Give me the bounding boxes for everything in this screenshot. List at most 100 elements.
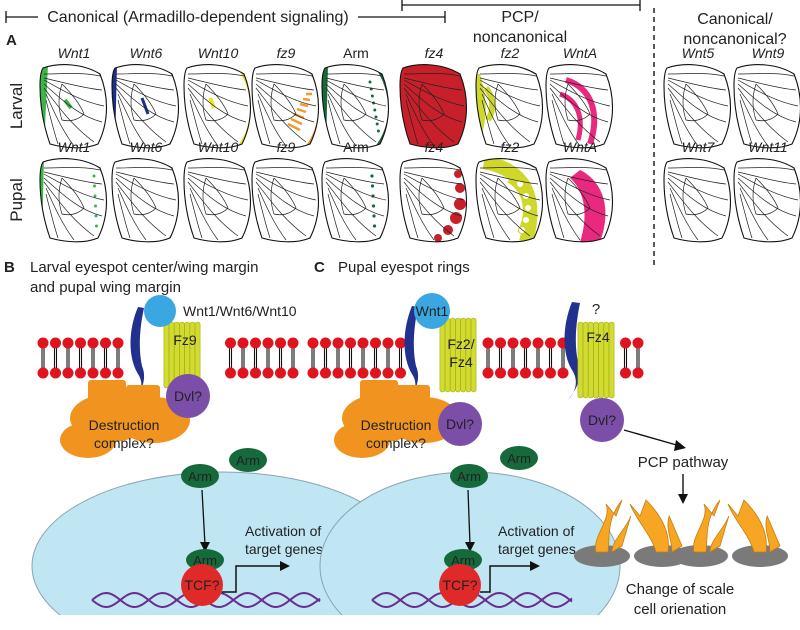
pupal-wing-fz4: fz4: [399, 139, 467, 243]
scale-cells: [574, 499, 788, 567]
coreceptor: [404, 306, 419, 404]
fz9-label: Fz9: [173, 332, 197, 348]
larval-wing-wnt6-label: Wnt6: [130, 45, 163, 61]
larval-wing-wnt1-label: Wnt1: [58, 45, 91, 61]
pupal-wing-arm: Arm: [321, 139, 389, 243]
header: Canonical (Armadillo-dependent signaling…: [5, 0, 787, 268]
pcp-header-line1: PCP/: [501, 9, 539, 26]
pupal-wing-fz9-label: fz9: [277, 139, 296, 155]
scale-cell: [574, 499, 632, 567]
panel-b-title-line2: and pupal wing margin: [30, 279, 181, 296]
arm-free-1-label: Arm: [236, 453, 260, 468]
larval-wing-arm: Arm: [321, 45, 389, 149]
ligand-label: Wnt1/Wnt6/Wnt10: [183, 303, 297, 319]
larval-wing-wnt10: Wnt10: [183, 45, 251, 149]
tcf-label: TCF?: [185, 577, 220, 593]
panel-c: C Pupal eyespot rings Wnt1 Fz2/ Fz4 ? Fz…: [300, 259, 788, 630]
unknown-header-line2: noncanonical?: [683, 31, 786, 48]
fz2-fz4-receptor: [439, 317, 477, 393]
unknown-ligand: ?: [592, 301, 600, 318]
unknown-wing-wnt7: Wnt7: [663, 139, 731, 243]
canonical-header: Canonical (Armadillo-dependent signaling…: [47, 9, 349, 26]
unknown-header-line1: Canonical/: [697, 11, 773, 28]
unknown-wing-wnt7-label: Wnt7: [682, 139, 716, 155]
activation-label-line1: Activation of: [498, 523, 574, 539]
pupal-wing-wnt10-label: Wnt10: [198, 139, 239, 155]
pupal-wing-wnt6: Wnt6: [111, 139, 179, 243]
arm-free-2: [450, 464, 488, 488]
pcp-header-line2: noncanonical: [473, 29, 567, 46]
dvl-2-label: Dvl?: [588, 412, 616, 428]
pupal-wing-wnta-label: WntA: [563, 139, 597, 155]
fz2-fz4-label-line1: Fz2/: [447, 336, 474, 352]
arm-free-1: [229, 448, 267, 472]
pupal-wing-fz9: fz9: [251, 139, 319, 243]
arm-free-1-label: Arm: [507, 451, 531, 466]
dvl: [166, 374, 210, 418]
fz4-label: Fz4: [586, 329, 610, 345]
tcf: [181, 564, 223, 606]
pupal-wing-fz2: fz2: [475, 139, 543, 243]
tcf-label: TCF?: [443, 577, 478, 593]
pupal-wing-wnta: WntA: [545, 139, 613, 243]
larval-wing-wnt1: Wnt1: [39, 45, 107, 149]
scale-change-label-line1: Change of scale: [626, 581, 734, 598]
scale-change-label-line2: cell orienation: [634, 601, 727, 618]
complex-label-line1: Destruction: [361, 417, 432, 433]
unknown-wing-wnt9-label: Wnt9: [752, 45, 785, 61]
pupal-wing-fz2-label: fz2: [501, 139, 520, 155]
fz4-receptor: [577, 321, 615, 399]
larval-wing-fz9: fz9: [251, 45, 319, 149]
panel-b-title-line1: Larval eyespot center/wing margin: [30, 259, 258, 276]
pupal-wing-wnt6-label: Wnt6: [130, 139, 163, 155]
dvl-label: Dvl?: [174, 388, 202, 404]
larval-wing-fz4-label: fz4: [425, 45, 444, 61]
complex-label-line2: complex?: [94, 435, 154, 451]
larval-wing-fz4: fz4: [399, 45, 467, 149]
arm-free-2: [181, 464, 219, 488]
row-label-larval: Larval: [7, 83, 26, 129]
cell-membrane: [37, 337, 299, 379]
cell-membrane: [307, 337, 644, 379]
unknown-wing-wnt11: Wnt11: [733, 139, 800, 243]
arm-free-1: [500, 446, 538, 470]
wnt-ligand: [144, 295, 176, 327]
dvl-2: [580, 398, 624, 442]
larval-wing-wnta: WntA: [545, 45, 613, 149]
scale-cell: [727, 499, 788, 567]
scale-cell: [672, 499, 730, 567]
complex-label-line2: complex?: [366, 435, 426, 451]
tcf: [439, 564, 481, 606]
coreceptor-2: [564, 302, 581, 400]
pupal-wing-wnt1: Wnt1: [39, 139, 107, 243]
activation-label-line2: target genes: [245, 541, 323, 557]
larval-wing-fz9-label: fz9: [277, 45, 296, 61]
larval-wing-wnt6: Wnt6: [111, 45, 179, 149]
unknown-wing-wnt11-label: Wnt11: [748, 139, 787, 155]
wnt1-label: Wnt1: [416, 303, 449, 319]
panel-b-letter: B: [4, 259, 15, 276]
wnt-ligand: [414, 293, 450, 329]
dvl: [438, 402, 482, 446]
unknown-wing-wnt5-label: Wnt5: [682, 45, 715, 61]
pupal-wing-wnt1-label: Wnt1: [58, 139, 91, 155]
larval-wing-fz2: fz2: [475, 45, 543, 149]
pupal-wing-fz4-label: fz4: [425, 139, 444, 155]
pupal-wing-wnt10: Wnt10: [183, 139, 251, 243]
arm-free-2-label: Arm: [457, 469, 481, 484]
pcp-pathway-label: PCP pathway: [638, 454, 729, 471]
unknown-wing-wnt5: Wnt5: [663, 45, 731, 149]
activation-label-line1: Activation of: [245, 523, 321, 539]
larval-wing-wnt10-label: Wnt10: [198, 45, 239, 61]
panel-b: B Larval eyespot center/wing margin and …: [0, 259, 800, 630]
dvl-label: Dvl?: [446, 416, 474, 432]
larval-wing-fz2-label: fz2: [501, 45, 520, 61]
activation-label-line2: target genes: [498, 541, 576, 557]
complex-label-line1: Destruction: [89, 417, 160, 433]
arm-free-2-label: Arm: [188, 469, 212, 484]
unknown-wing-wnt9: Wnt9: [733, 45, 800, 149]
panel-a-letter: A: [6, 32, 17, 49]
